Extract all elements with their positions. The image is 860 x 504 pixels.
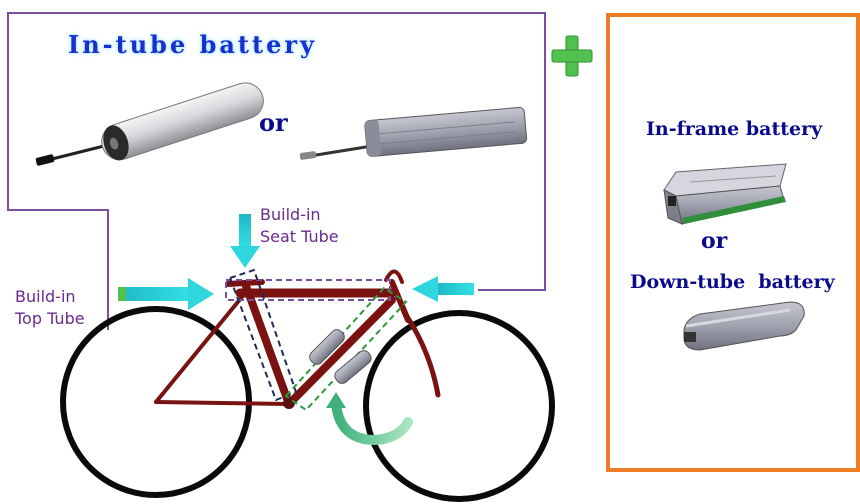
pack-battery-image: [299, 106, 528, 160]
arrow-left-icon: [412, 276, 474, 302]
arrow-right-icon: [118, 278, 214, 310]
top-tube-label-line2: Top Tube: [15, 309, 85, 328]
in-frame-battery-image: [663, 163, 787, 225]
battery-options-box: [606, 13, 860, 472]
cylinder-battery-image: [35, 82, 264, 166]
down-tube-battery-image: [683, 301, 805, 351]
seat-tube-dashed-box: [228, 268, 298, 402]
top-tube-label: Build-in Top Tube: [15, 286, 85, 330]
plus-icon: [551, 35, 593, 77]
seat-tube-label-line1: Build-in: [260, 205, 321, 224]
top-tube-dashed-box: [225, 279, 391, 301]
seat-tube-label-line2: Seat Tube: [260, 227, 339, 246]
curved-arrow-icon: [326, 392, 413, 446]
in-frame-battery-label: In-frame battery: [646, 118, 823, 140]
bottom-bracket: [283, 397, 295, 409]
bike-frame: [154, 269, 441, 408]
front-wheel: [363, 310, 555, 502]
in-tube-battery-title: In-tube battery: [68, 30, 317, 59]
down-tube-dashed-box: [284, 286, 408, 412]
down-tube-battery-small-2: [334, 350, 372, 384]
down-tube-battery-label: Down-tube battery: [630, 271, 835, 293]
seat-tube-label: Build-in Seat Tube: [260, 204, 339, 248]
top-tube-label-line1: Build-in: [15, 287, 76, 306]
or-label-right: or: [701, 228, 728, 254]
or-label-top: or: [259, 108, 288, 137]
purple-outline: [7, 12, 546, 330]
arrow-down-icon: [230, 214, 260, 268]
down-tube-battery-small: [309, 329, 345, 365]
